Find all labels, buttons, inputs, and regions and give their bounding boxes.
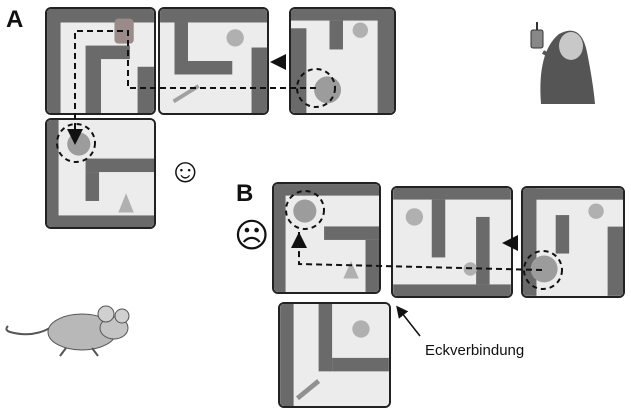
mouse-icon [2,298,136,360]
ghost-with-lantern-icon [527,12,597,106]
annotation-arrow-icon [396,305,421,337]
maze-tile-a1 [45,7,156,115]
maze-tile-a2 [158,7,269,115]
maze-tile-b1 [272,182,381,294]
example-a-label: A [6,6,24,33]
maze-tile-b4 [278,302,391,408]
corner-connection-caption: Eckverbindung [425,342,525,359]
maze-tile-a3 [289,7,396,115]
maze-tile-b3 [521,186,625,298]
maze-tile-a4 [45,118,156,229]
maze-tile-b2 [391,186,513,298]
smiley-sad-icon: ☹ [234,217,270,255]
example-b-label: B [236,180,254,207]
smiley-happy-icon: ☺ [168,152,203,190]
